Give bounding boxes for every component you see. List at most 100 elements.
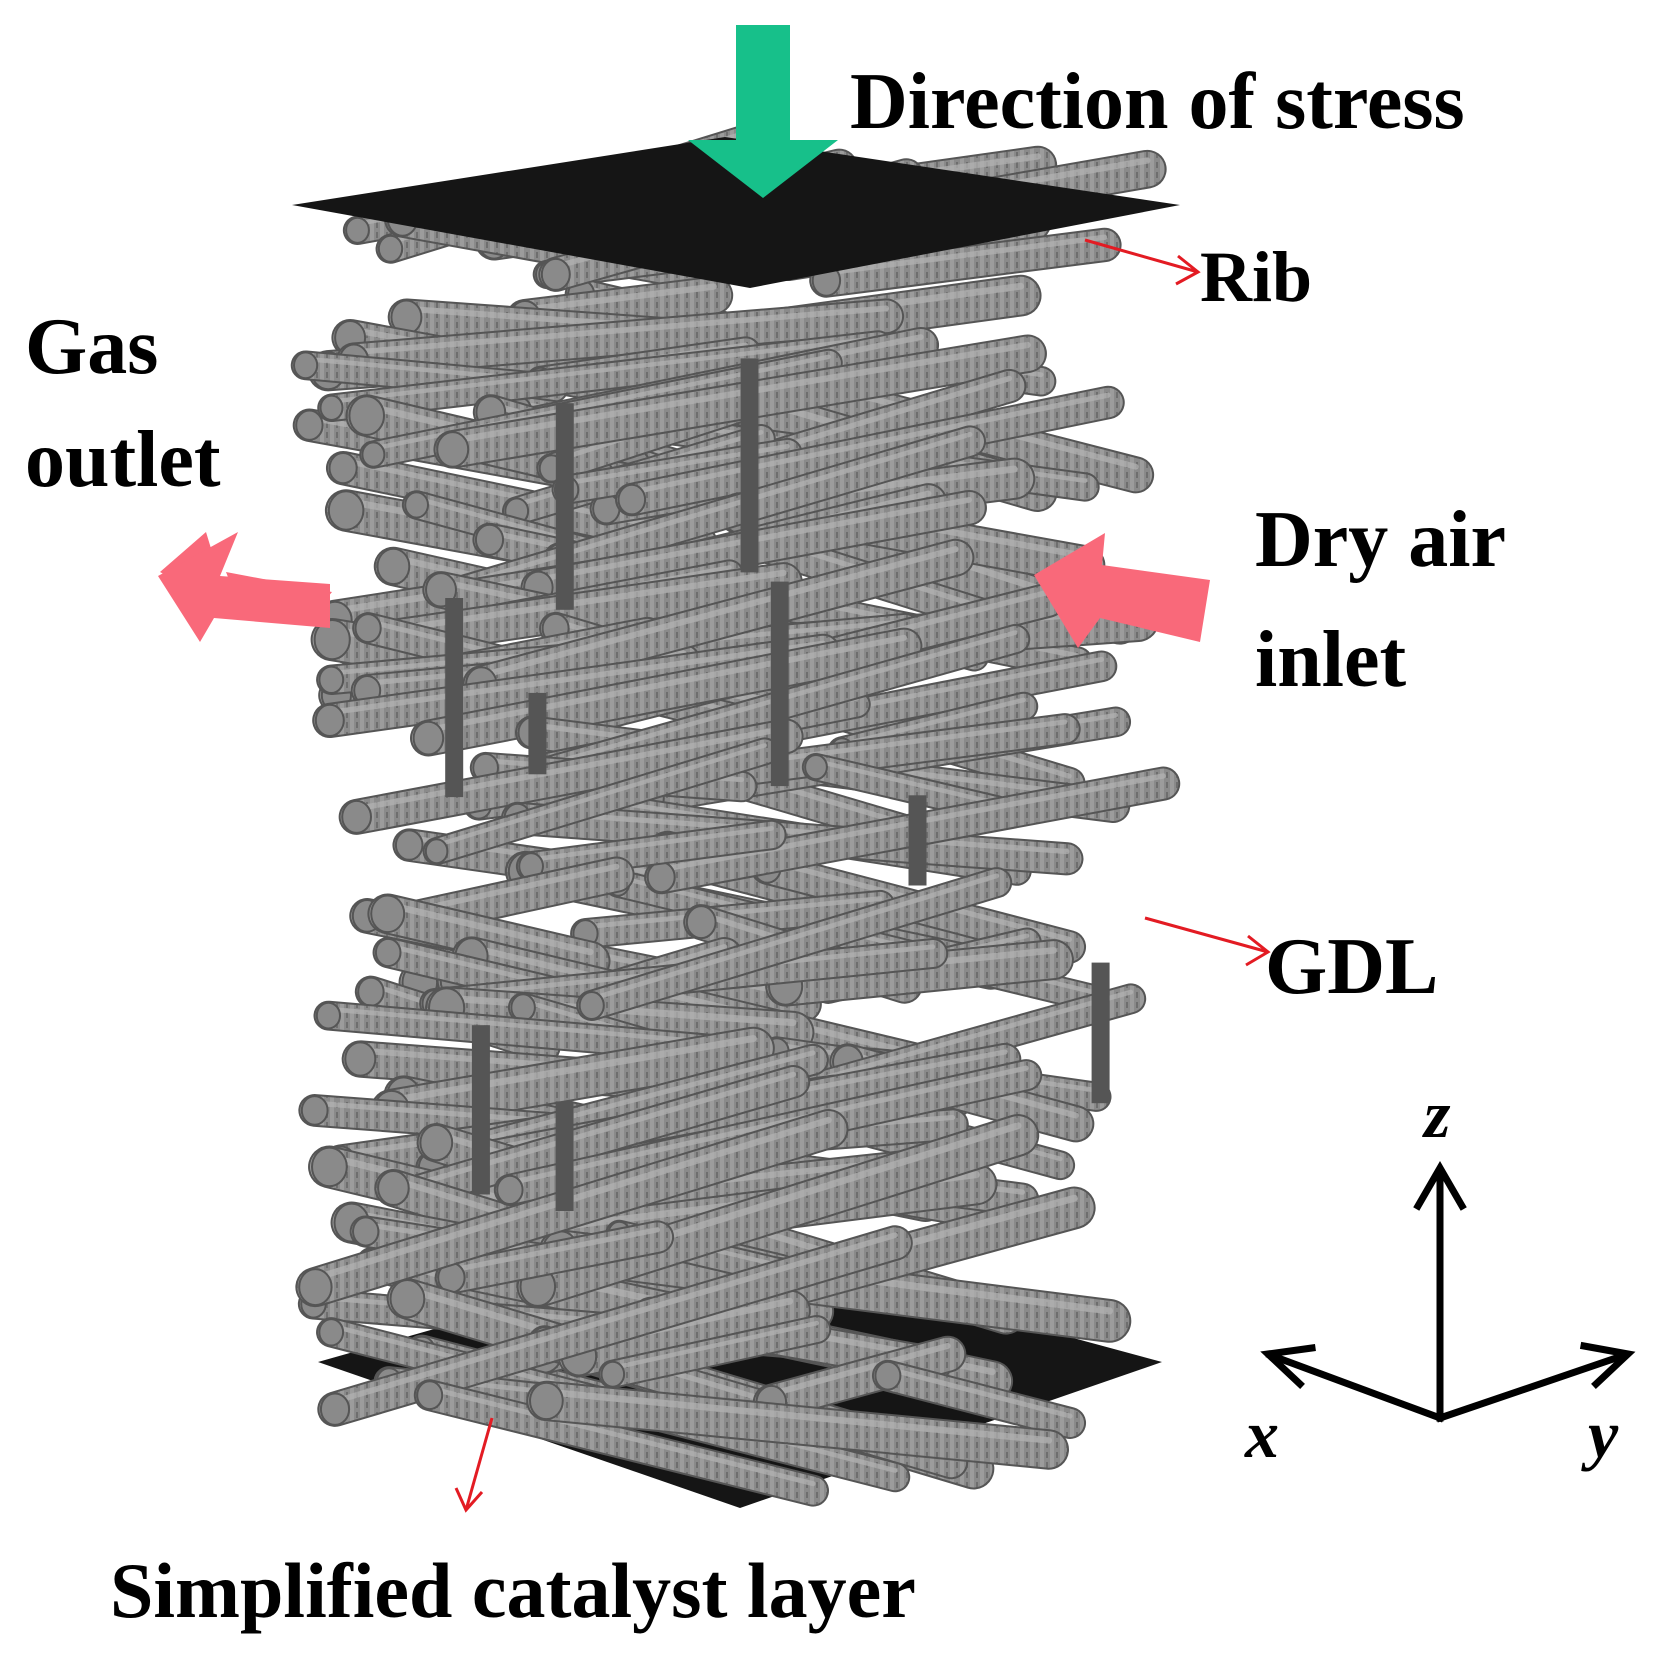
fiber-end-cap [295,409,324,441]
fiber-end-cap [315,1001,341,1030]
fiber-end-cap [298,1268,333,1307]
rib-label: Rib [1200,237,1313,317]
fiber-end-cap [374,937,402,968]
fiber-end-cap [293,351,319,380]
fiber-highlight [446,431,973,591]
z-axis-arrowhead [1413,1161,1467,1211]
fiber-highlight [589,873,1000,1002]
binder-strut [740,358,759,573]
fiber-end-cap [419,1124,454,1162]
fiber-end-cap [376,547,411,586]
fiber-highlight [384,901,594,956]
y-axis-line [1435,1350,1630,1423]
z-axis-label: z [1424,1076,1451,1152]
fiber [435,336,1045,467]
binder-strut [1091,962,1110,1104]
pointer-lines [454,238,1271,1513]
fiber-highlight [353,725,789,812]
binder-strut [471,1025,490,1195]
fiber-highlight [885,1366,1073,1419]
fiber-highlight [514,808,1070,855]
fiber-highlight [768,1342,951,1398]
fiber-highlight [478,546,959,679]
fiber [369,895,609,980]
gas-outlet-label-line2: outlet [25,416,221,504]
x-axis-line [1265,1350,1445,1423]
fiber-end-cap [404,491,430,519]
catalyst-pointer-head [454,1487,484,1513]
fiber-end-cap [496,1174,524,1206]
fiber-highlight [438,1050,816,1154]
fiber-highlight [449,341,1031,444]
fiber-end-cap [313,619,351,661]
binder-strut [555,403,574,610]
fiber [811,229,1120,296]
fiber [436,1222,673,1293]
binder-strut [908,795,927,886]
fiber [517,821,785,880]
fiber-end-cap [416,1380,444,1411]
gdl-pointer-head [1245,934,1271,967]
stress-direction-label: Direction of stress [850,58,1465,146]
fiber-end-cap [600,1360,626,1388]
fiber-highlight [610,1320,819,1371]
fiber-end-cap [345,216,370,244]
fiber-end-cap [300,1095,329,1126]
fiber-highlight [839,697,1026,748]
gas-outlet-arrow [158,532,330,642]
fiber [372,1028,773,1130]
fiber-end-cap [874,1360,902,1391]
fiber [803,754,1009,822]
rib-pointer [1084,238,1199,274]
fiber [340,720,802,833]
fiber-highlight [629,392,1111,495]
rib-plate [292,137,1180,288]
fiber-end-cap [436,431,470,468]
fiber-end-cap [341,799,373,834]
fiber-highlight [521,283,717,313]
fiber-end-cap [474,523,505,556]
fiber [411,629,921,755]
fiber-highlight [351,305,890,356]
fiber-end-cap [344,1041,377,1077]
fiber-end-cap [377,234,404,263]
fiber [424,739,777,864]
rib-pointer-head [1175,254,1201,286]
catalyst-pointer [464,1417,494,1511]
fiber [337,300,903,377]
fiber-end-cap [540,257,571,291]
fiber-highlight [507,1065,1029,1186]
binder-strut [445,598,464,798]
x-axis-arrowhead [1260,1344,1316,1389]
gdl-pointer [1144,916,1269,954]
dry-air-inlet-label-line2: inlet [1255,616,1407,704]
gas-outlet-label-line1: Gas [25,303,159,391]
fiber-end-cap [685,905,717,940]
catalyst-layer-label: Simplified catalyst layer [110,1547,916,1634]
fiber [415,1381,827,1505]
fiber-end-cap [354,613,382,644]
fiber [767,941,1072,1005]
fiber-highlight [425,634,907,733]
fiber-highlight [448,1227,661,1273]
fiber [559,1291,809,1376]
y-axis-label: y [1588,1396,1619,1472]
coordinate-axes [1260,1161,1636,1423]
dry-air-inlet-label-line1: Dry air [1255,496,1507,584]
fiber-highlight [408,863,620,914]
fiber-end-cap [578,991,605,1020]
fiber [578,869,1011,1019]
y-axis-arrowhead [1579,1341,1636,1389]
fiber-end-cap [352,1216,380,1247]
fiber-highlight [543,1388,1053,1444]
gdl-label: GDL [1265,923,1439,1011]
fiber-end-cap [424,838,449,865]
fiber-end-cap [319,394,344,421]
fiber-highlight [434,743,767,848]
fiber-highlight [332,1232,898,1405]
binder-strut [528,692,547,775]
fiber-highlight [583,896,883,930]
fiber-end-cap [318,1318,345,1347]
fiber-end-cap [529,1381,564,1421]
